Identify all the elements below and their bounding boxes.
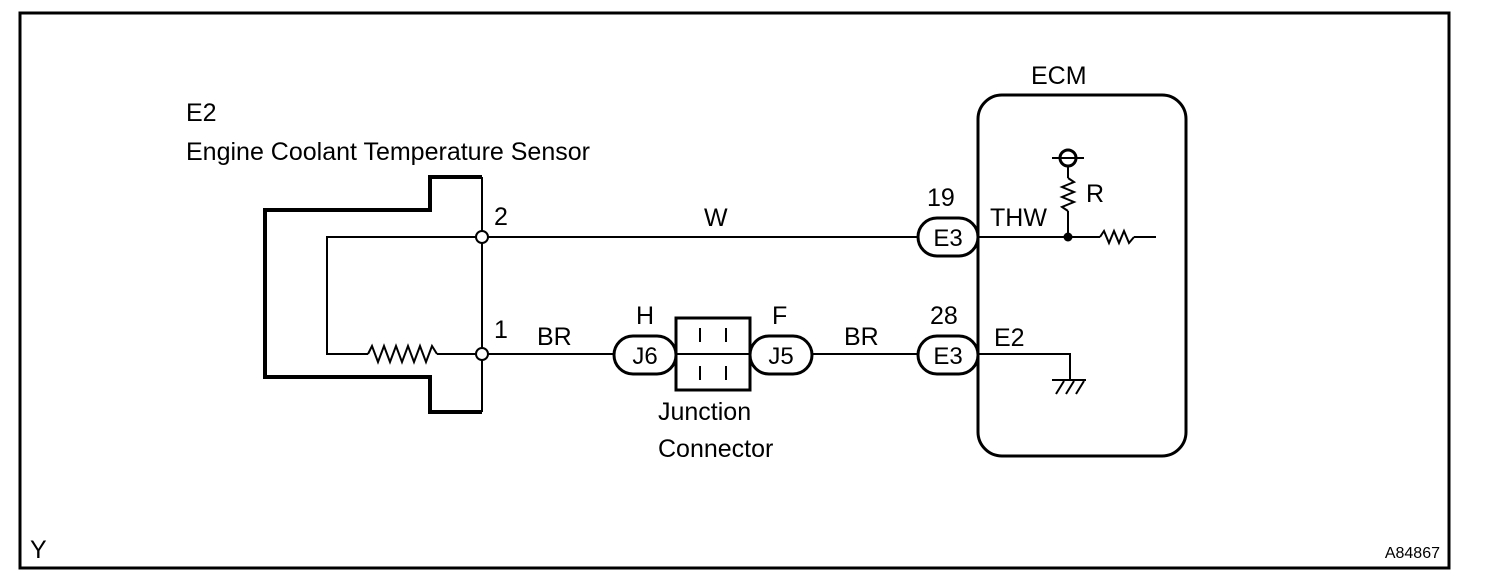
ecm-terminal-e2: E2 bbox=[994, 324, 1025, 352]
diagram-frame bbox=[18, 11, 1451, 570]
resistor-r-icon bbox=[1059, 177, 1077, 212]
ground-hatch bbox=[1075, 380, 1085, 395]
junction-pin-f: F bbox=[772, 302, 787, 330]
sensor-terminal-2 bbox=[475, 230, 489, 244]
ecm-title: ECM bbox=[1031, 62, 1087, 90]
sensor-internal-wire bbox=[326, 236, 482, 355]
junction-pin-h: H bbox=[636, 302, 654, 330]
figure-id: A84867 bbox=[1385, 545, 1440, 562]
ecm-ground-line bbox=[978, 353, 1071, 380]
junction-label-line1: Junction bbox=[658, 398, 751, 426]
wire-br-right-label: BR bbox=[844, 323, 879, 351]
sensor-name: Engine Coolant Temperature Sensor bbox=[186, 138, 590, 166]
connector-e3-bottom-label: E3 bbox=[933, 343, 962, 370]
corner-letter: Y bbox=[30, 536, 47, 564]
sensor-terminal-1 bbox=[475, 347, 489, 361]
wire-br-left-label: BR bbox=[537, 323, 572, 351]
thermistor-icon bbox=[367, 343, 438, 365]
connector-j5-label: J5 bbox=[768, 343, 793, 370]
sensor-pin-2-label: 2 bbox=[494, 203, 508, 231]
ecm-internal-resistor-icon bbox=[1099, 228, 1135, 246]
ecm-terminal-thw: THW bbox=[990, 204, 1047, 232]
junction-label-line2: Connector bbox=[658, 435, 773, 463]
ecm-pin-19: 19 bbox=[927, 184, 955, 212]
sensor-pin-1-label: 1 bbox=[494, 316, 508, 344]
wire-w-label: W bbox=[704, 204, 728, 232]
connector-j6-label: J6 bbox=[632, 343, 657, 370]
sensor-body bbox=[263, 175, 482, 414]
ecm-pin-28: 28 bbox=[930, 302, 958, 330]
ground-hatch bbox=[1065, 380, 1075, 395]
sensor-code: E2 bbox=[186, 99, 217, 127]
resistor-r-label: R bbox=[1086, 180, 1104, 208]
ground-hatch bbox=[1055, 380, 1065, 395]
ecm-box bbox=[976, 93, 1188, 458]
connector-e3-top-label: E3 bbox=[933, 225, 962, 252]
